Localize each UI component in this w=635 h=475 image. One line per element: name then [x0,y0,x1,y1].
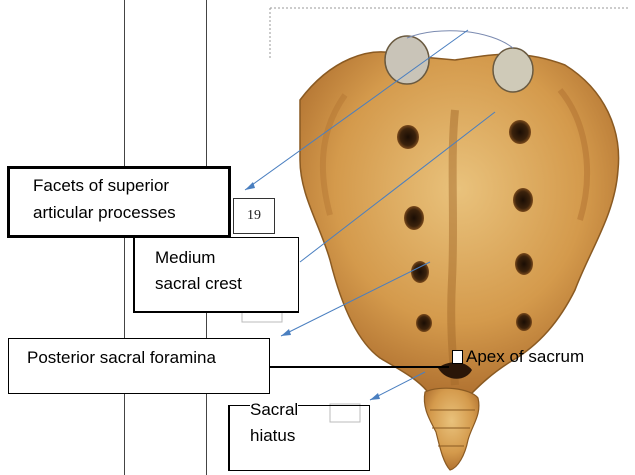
foramina-connector-line [269,366,449,368]
page-number-box: 19 [233,198,275,234]
label-facets-line2: articular processes [33,203,176,223]
apex-marker [452,350,463,364]
label-foramina: Posterior sacral foramina [27,348,216,368]
page-number: 19 [247,208,261,224]
label-box-sacral-hiatus: Sacral hiatus [228,405,370,471]
label-medium-line2: sacral crest [155,274,242,294]
label-box-posterior-sacral-foramina: Posterior sacral foramina [8,338,270,394]
label-box-medium-sacral-crest: Medium sacral crest [133,237,299,313]
label-facets-line1: Facets of superior [33,176,169,196]
label-apex: Apex of sacrum [466,347,584,367]
label-box-facets: Facets of superior articular processes [7,166,231,238]
label-medium-line1: Medium [155,248,215,268]
label-hiatus-line1: Sacral [250,400,298,420]
label-hiatus-line2: hiatus [250,426,295,446]
